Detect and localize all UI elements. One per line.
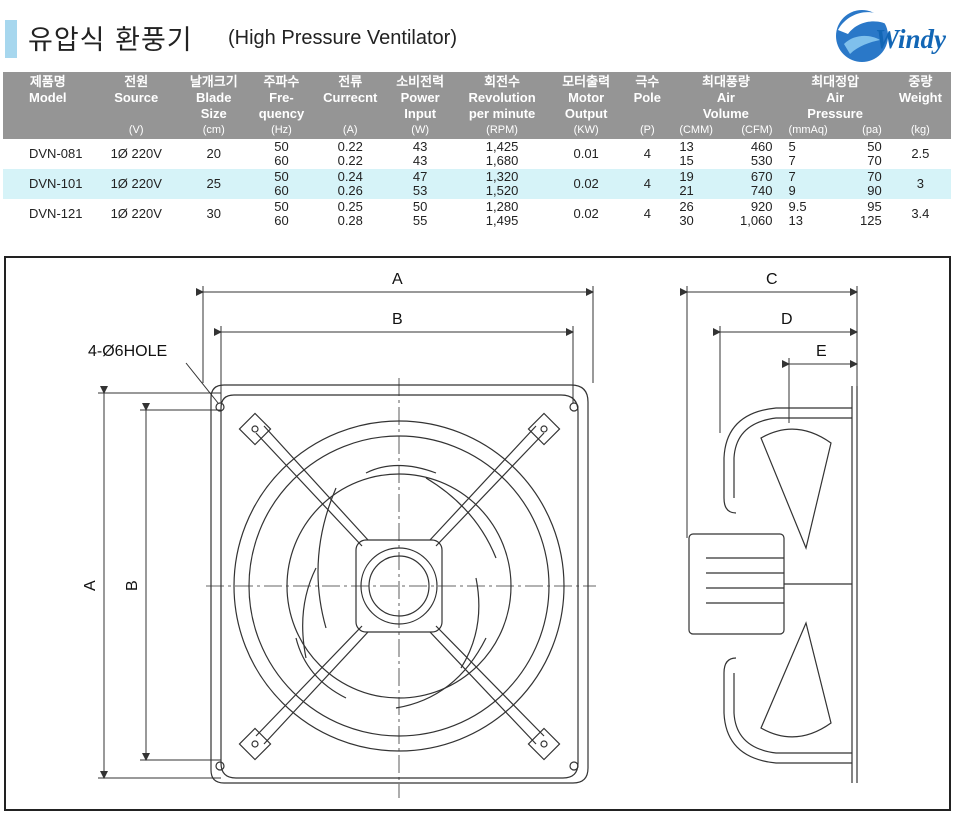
cell-kw: 0.01 bbox=[573, 146, 599, 161]
cell-pole: 4 bbox=[623, 169, 672, 199]
dim-a-label-left: A bbox=[82, 580, 99, 591]
cell-pole: 4 bbox=[643, 206, 651, 221]
cell-kw: 0.02 bbox=[573, 206, 599, 221]
page-title-english: (High Pressure Ventilator) bbox=[228, 27, 457, 49]
cell-model: DVN-081 bbox=[29, 146, 83, 161]
dim-e-label: E bbox=[816, 343, 827, 360]
dim-a-label-top: A bbox=[392, 271, 403, 288]
cell-weight: 3.4 bbox=[911, 206, 930, 221]
cell-kw: 0.02 bbox=[549, 169, 624, 199]
dim-b-label-top: B bbox=[392, 311, 403, 328]
cell-source: 1Ø 220V bbox=[110, 146, 162, 161]
windy-logo-icon bbox=[836, 10, 890, 62]
dim-b-label-left: B bbox=[124, 580, 141, 591]
cell-source: 1Ø 220V bbox=[110, 206, 162, 221]
cell-blade: 25 bbox=[179, 169, 248, 199]
cell-blade: 30 bbox=[206, 206, 221, 221]
fan-side-view bbox=[688, 386, 858, 783]
dim-c-label: C bbox=[766, 271, 778, 288]
dim-d-label: D bbox=[781, 311, 793, 328]
cell-weight: 2.5 bbox=[911, 146, 930, 161]
cell-weight: 3 bbox=[889, 169, 951, 199]
technical-drawing: A B 4-Ø6HOLE A B bbox=[4, 256, 951, 811]
hole-note: 4-Ø6HOLE bbox=[88, 343, 167, 360]
title-accent-bar bbox=[5, 20, 17, 58]
cell-blade: 20 bbox=[206, 146, 221, 161]
fan-front-view bbox=[206, 378, 596, 798]
cell-model: DVN-101 bbox=[3, 169, 93, 199]
fan-dimension-drawing: A B 4-Ø6HOLE A B bbox=[82, 271, 858, 798]
page-title-korean: 유압식 환풍기 bbox=[28, 25, 193, 56]
brand-logo-text: Windy bbox=[875, 24, 947, 54]
cell-model: DVN-121 bbox=[29, 206, 83, 221]
cell-source: 1Ø 220V bbox=[92, 169, 180, 199]
cell-pole: 4 bbox=[643, 146, 651, 161]
